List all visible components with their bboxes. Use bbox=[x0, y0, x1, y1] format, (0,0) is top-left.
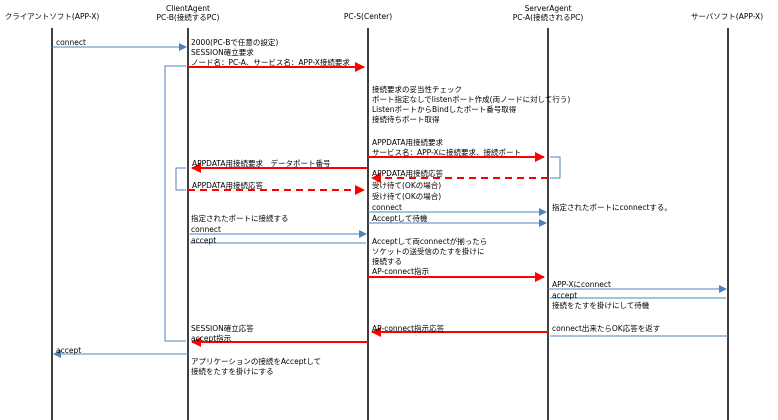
label-connect-b: connect bbox=[191, 225, 221, 234]
participant-server-header: サーバソフト(APP-X) bbox=[678, 12, 776, 21]
participant-serveragent-line2: PC-A(接続されるPC) bbox=[512, 13, 584, 22]
label-connect-1: connect bbox=[56, 38, 86, 47]
label-wait-2: 受け待て(OKの場合) bbox=[372, 192, 442, 201]
label-accept-note-1: Acceptして両connectが揃ったら bbox=[372, 237, 488, 246]
label-to-appx: APP-Xにconnect bbox=[552, 280, 611, 289]
label-accept-b: accept bbox=[191, 236, 217, 245]
participant-client-line2: クライアントソフト(APP-X) bbox=[4, 12, 100, 21]
participant-clientagent-header: ClientAgent PC-B(接続するPC) bbox=[128, 4, 248, 22]
label-check-4: 接続待ちポート取得 bbox=[372, 115, 440, 124]
arrow-appdata-loop-a bbox=[550, 156, 561, 179]
arrow-session-loop bbox=[164, 65, 186, 342]
label-appdata-resp-b: APPDATA用接続応答 bbox=[192, 181, 263, 190]
label-check-1: 接続要求の妥当性チェック bbox=[372, 85, 462, 94]
participant-serveragent-line1: ServerAgent bbox=[524, 4, 572, 13]
label-appdata-req-b: APPDATA用接続要求 データポート番号 bbox=[192, 159, 331, 168]
label-accept-note-2: ソケットの送受信のたすを掛けに bbox=[372, 247, 485, 256]
participant-center-line2: PC-S(Center) bbox=[343, 12, 393, 21]
label-hold-a: 接続をたすを掛けにして待機 bbox=[552, 301, 650, 310]
label-final-1: アプリケーションの接続をAcceptして bbox=[191, 357, 322, 366]
label-accept-note-3: 接続する bbox=[372, 257, 402, 266]
participant-clientagent-line2: PC-B(接続するPC) bbox=[156, 13, 220, 22]
participant-clientagent-line1: ClientAgent bbox=[166, 4, 210, 13]
label-accept-wait: Acceptして待機 bbox=[372, 214, 428, 223]
label-ok-reply: connect出来たらOK応答を返す bbox=[552, 324, 661, 333]
label-ap-connect-resp: AP-connect指示応答 bbox=[372, 324, 445, 333]
label-session-resp: SESSION確立応答 bbox=[191, 324, 254, 333]
label-accept-instr: accept指示 bbox=[191, 334, 232, 343]
label-setup-3: ノード名：PC-A、サービス名：APP-X接続要求 bbox=[191, 58, 350, 67]
label-setup-2: SESSION確立要求 bbox=[191, 48, 254, 57]
label-check-3: ListenポートからBindしたポート番号取得 bbox=[372, 105, 517, 114]
label-connect-port-b: 指定されたポートに接続する bbox=[191, 214, 289, 223]
participant-serveragent-header: ServerAgent PC-A(接続されるPC) bbox=[488, 4, 608, 22]
label-setup-1: 2000(PC-Bで任意の設定) bbox=[191, 38, 279, 47]
participant-server-line2: サーバソフト(APP-X) bbox=[690, 12, 764, 21]
participant-center-header: PC-S(Center) bbox=[318, 12, 418, 21]
label-final-2: 接続をたすを掛けにする bbox=[191, 367, 274, 376]
label-accept-a: accept bbox=[552, 291, 578, 300]
label-check-2: ポート指定なしでlistenポート作成(両ノードに対して行う) bbox=[372, 95, 571, 104]
label-accept-client: accept bbox=[56, 346, 82, 355]
label-wait-1: 受け待て(OKの場合) bbox=[372, 181, 442, 190]
label-ap-connect: AP-connect指示 bbox=[372, 267, 430, 276]
label-appdata-req-1: APPDATA用接続要求 bbox=[372, 138, 443, 147]
label-appdata-resp-a: APPDATA用接続応答 bbox=[372, 169, 443, 178]
participant-client-header: クライアントソフト(APP-X) bbox=[2, 12, 102, 21]
label-connect-port-a: 指定されたポートにconnectする。 bbox=[552, 203, 672, 212]
arrow-appdata-loop-b bbox=[175, 167, 186, 191]
label-appdata-req-2: サービス名：APP-Xに接続要求、接続ポート bbox=[372, 148, 521, 157]
label-connect-s: connect bbox=[372, 203, 402, 212]
